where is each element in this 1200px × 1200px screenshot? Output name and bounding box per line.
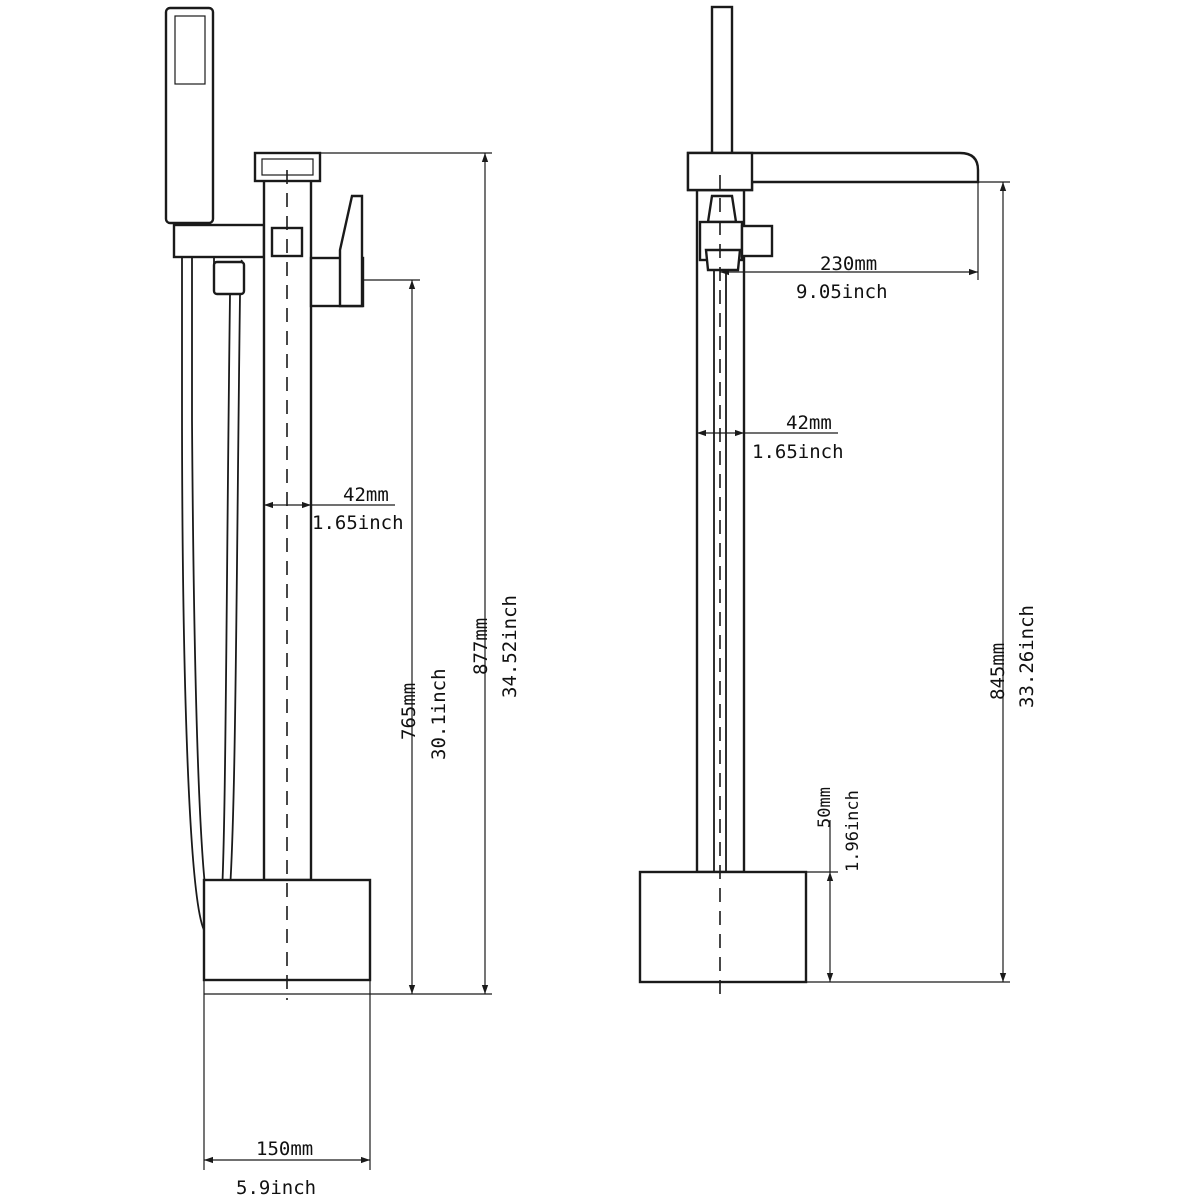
side-reach-inch-label: 9.05inch — [796, 281, 888, 303]
side-height-inch-label: 33.26inch — [1016, 605, 1038, 708]
front-spout-height-mm-label: 765mm — [398, 683, 420, 740]
front-pipe-mm-label: 42mm — [343, 484, 389, 506]
side-height-mm-label: 845mm — [987, 643, 1009, 700]
side-pipe-inch-label: 1.65inch — [752, 441, 844, 463]
side-base-mm-label: 50mm — [815, 787, 835, 828]
side-view: 230mm 9.05inch 42mm 1.65inch 845mm 33.26… — [638, 5, 1038, 1000]
mixer-handle — [309, 194, 365, 308]
front-total-height-mm-label: 877mm — [470, 618, 492, 675]
front-pipe-inch-label: 1.65inch — [312, 512, 404, 534]
front-base-inch-label: 5.9inch — [236, 1177, 316, 1199]
side-floor-base — [638, 870, 808, 984]
front-total-height-inch-label: 34.52inch — [499, 595, 521, 698]
front-base-mm-label: 150mm — [256, 1138, 313, 1160]
shower-hose — [181, 258, 241, 945]
side-pipe-mm-label: 42mm — [786, 412, 832, 434]
hand-shower-icon — [164, 6, 266, 296]
front-spout-height-inch-label: 30.1inch — [428, 668, 450, 760]
side-base-inch-label: 1.96inch — [843, 790, 863, 872]
side-reach-mm-label: 230mm — [820, 253, 877, 275]
front-view: 42mm 1.65inch 765mm 30.1inch 877mm 34.52… — [164, 6, 521, 1199]
